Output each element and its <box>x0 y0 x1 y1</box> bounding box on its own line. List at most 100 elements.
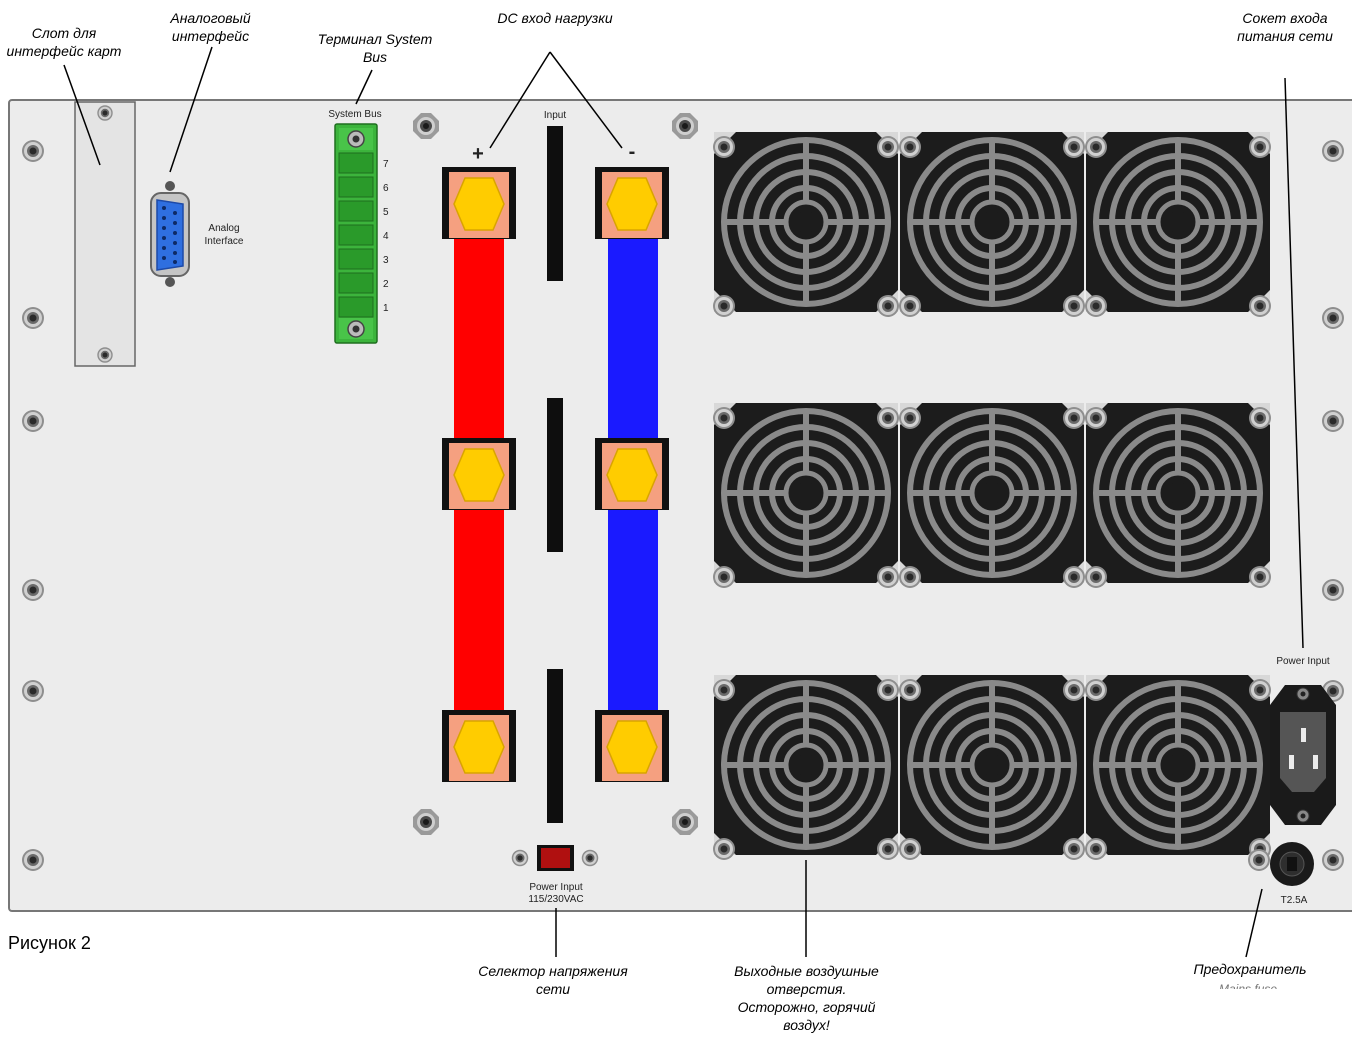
input-slot-bar <box>547 398 563 552</box>
fan-screw <box>1063 679 1085 701</box>
panel-screw <box>22 680 44 702</box>
fan-screw <box>1063 838 1085 860</box>
fan-screw <box>1085 838 1107 860</box>
terminal-pin-number: 7 <box>383 159 389 170</box>
fuse-rating: T2.5A <box>1281 895 1308 906</box>
terminal-pin-number: 1 <box>383 303 389 314</box>
exhaust-fan <box>900 132 1084 312</box>
fan-screw <box>877 838 899 860</box>
panel-screw <box>1322 410 1344 432</box>
exhaust-fan <box>900 403 1084 583</box>
exhaust-fan <box>1086 675 1270 855</box>
panel-screw <box>1322 849 1344 871</box>
fan-screw <box>1249 295 1271 317</box>
fan-screw <box>1085 295 1107 317</box>
input-slot-bar <box>547 669 563 823</box>
negative-terminal-bottom <box>594 709 670 783</box>
panel-screw <box>1322 140 1344 162</box>
terminal-pin-number: 3 <box>383 255 389 266</box>
fan-screw <box>1063 136 1085 158</box>
fan-screw <box>1085 566 1107 588</box>
system-bus-label: System Bus <box>328 109 381 120</box>
fan-screw <box>899 295 921 317</box>
negative-terminal-top <box>594 166 670 240</box>
exhaust-fan <box>1086 132 1270 312</box>
panel-screw <box>22 849 44 871</box>
fan-screw <box>713 838 735 860</box>
callout-voltage-selector: Селектор напряжения сети <box>478 963 628 997</box>
terminal-pin-number: 2 <box>383 279 389 290</box>
terminal-pin-number: 4 <box>383 231 389 242</box>
callout-mains-socket: Сокет входа питания сети <box>1237 10 1333 44</box>
fan-screw <box>877 566 899 588</box>
analog-interface-connector <box>150 181 190 287</box>
analog-label-line2: Interface <box>205 236 244 247</box>
exhaust-fan <box>714 132 898 312</box>
power-input-right-label: Power Input <box>1276 656 1330 667</box>
minus-sign: - <box>629 141 636 163</box>
input-label: Input <box>544 110 566 121</box>
panel-screw <box>22 410 44 432</box>
panel-screw <box>22 579 44 601</box>
fan-screw <box>1085 679 1107 701</box>
positive-terminal-top <box>441 166 517 240</box>
panel-screw <box>22 307 44 329</box>
callout-analog-interface: Аналоговый интерфейс <box>170 10 251 44</box>
exhaust-fan <box>714 675 898 855</box>
figure-label: Рисунок 2 <box>8 933 91 953</box>
fan-screw <box>899 136 921 158</box>
fan-screw <box>1063 295 1085 317</box>
power-input-bottom-line2: 115/230VAC <box>528 894 583 905</box>
negative-terminal-middle <box>594 437 670 511</box>
fan-screw <box>1249 407 1271 429</box>
fan-screw <box>1249 136 1271 158</box>
callout-fuse: Предохранитель <box>1193 961 1307 977</box>
panel-screw <box>1322 307 1344 329</box>
fan-screw <box>899 407 921 429</box>
fan-screw <box>1085 136 1107 158</box>
plus-sign: + <box>472 143 484 165</box>
fan-screw <box>713 679 735 701</box>
fan-screw <box>713 295 735 317</box>
callout-leaders <box>63 46 1304 958</box>
panel-screw <box>1322 579 1344 601</box>
system-bus-terminal-block <box>334 123 378 344</box>
positive-terminal-bottom <box>441 709 517 783</box>
power-input-bottom-line1: Power Input <box>529 882 583 893</box>
interface-card-slot <box>74 101 136 367</box>
fan-screw <box>877 136 899 158</box>
fan-screw <box>899 838 921 860</box>
panel-screw <box>22 140 44 162</box>
fan-screw <box>1063 566 1085 588</box>
positive-terminal-middle <box>441 437 517 511</box>
fan-grid <box>714 132 1270 855</box>
callout-system-bus-terminal: Терминал System Bus <box>317 31 433 65</box>
exhaust-fan <box>1086 403 1270 583</box>
fan-screw <box>877 295 899 317</box>
fan-screw <box>713 407 735 429</box>
residual-mains-fuse-text: Mains fuse <box>1219 982 1277 996</box>
mains-fuse-holder <box>1270 842 1314 886</box>
fan-screw <box>713 136 735 158</box>
fan-screw <box>899 679 921 701</box>
exhaust-fan <box>900 675 1084 855</box>
mains-power-socket <box>1270 685 1336 825</box>
fan-screw <box>899 566 921 588</box>
fan-screw <box>713 566 735 588</box>
fan-screw <box>877 407 899 429</box>
analog-label-line1: Analog <box>208 223 239 234</box>
fan-screw <box>1085 407 1107 429</box>
fan-screw <box>1249 566 1271 588</box>
fan-screw <box>1063 407 1085 429</box>
fan-screw <box>877 679 899 701</box>
panel-screw <box>1248 849 1270 871</box>
input-slot-bar <box>547 126 563 281</box>
terminal-pin-number: 6 <box>383 183 389 194</box>
callout-air-outlets: Выходные воздушные отверстия. Осторожно,… <box>734 963 879 1033</box>
fan-screw <box>1249 679 1271 701</box>
exhaust-fan <box>714 403 898 583</box>
voltage-selector-switch <box>511 845 599 871</box>
callout-card-slot: Слот для интерфейс карт <box>6 25 122 59</box>
